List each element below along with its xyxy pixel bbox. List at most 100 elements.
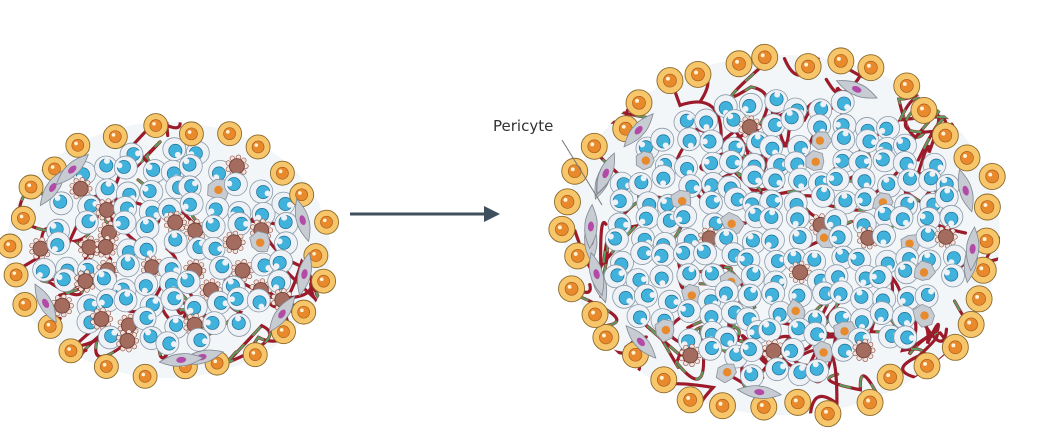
tumor-cell-notch xyxy=(899,297,906,304)
peripheral-cell-highlight xyxy=(886,373,891,378)
tumor-cell-notch xyxy=(713,196,720,203)
tumor-cell-notch xyxy=(834,121,841,128)
tumor-cell xyxy=(96,288,121,313)
tumor-cell xyxy=(894,260,919,285)
fibroblast xyxy=(736,385,783,399)
tumor-cell-notch xyxy=(222,300,229,307)
tumor-cell-notch xyxy=(128,206,135,213)
tumor-cell xyxy=(246,288,271,313)
peripheral-cell-nucleus xyxy=(555,222,569,237)
tumor-cell-notch xyxy=(863,158,870,165)
peripheral-cell-nucleus xyxy=(899,79,914,93)
peripheral-cell xyxy=(978,163,1006,190)
tumor-cell-notch xyxy=(924,252,931,259)
tumor-cell xyxy=(673,241,697,266)
peripheral-cell xyxy=(957,311,985,338)
fibroblast xyxy=(158,353,205,367)
tumor-cell xyxy=(737,283,762,308)
tumor-cell xyxy=(657,289,682,314)
peripheral-cell-highlight xyxy=(963,153,967,158)
fibroblast xyxy=(588,251,605,297)
peripheral-cell-highlight xyxy=(12,271,17,275)
peripheral-cell xyxy=(910,96,938,124)
tumor-cell-notch xyxy=(673,298,680,305)
peripheral-cell-highlight xyxy=(19,214,24,219)
pericyte-coverage xyxy=(827,373,906,415)
tumor-cell-notch xyxy=(850,253,857,260)
peripheral-cell-highlight xyxy=(563,197,568,202)
tumor-cell xyxy=(630,241,655,265)
tumor-cell-notch xyxy=(145,329,151,336)
fibroblast-nucleus xyxy=(851,85,862,93)
peripheral-cell-highlight xyxy=(988,172,993,177)
tumor-cell xyxy=(176,270,201,294)
peripheral-cell-nucleus xyxy=(599,330,613,345)
tumor-cell xyxy=(868,265,893,290)
peripheral-cell-nucleus xyxy=(18,298,32,311)
peripheral-cell-highlight xyxy=(590,142,595,147)
tumor-cell xyxy=(803,321,828,346)
macrophage xyxy=(231,259,255,283)
tumor-cell xyxy=(208,159,233,184)
tumor-cell-notch xyxy=(871,139,878,146)
macrophage-body xyxy=(855,342,872,359)
peripheral-cell-highlight xyxy=(6,242,10,247)
macrophage xyxy=(94,235,118,259)
tumor-cell-notch xyxy=(879,207,886,214)
fibroblast-nucleus xyxy=(602,168,610,179)
fibroblast-nucleus xyxy=(301,269,308,280)
peripheral-cell-nucleus xyxy=(567,164,582,179)
tumor-cell-notch xyxy=(181,273,188,280)
tumor-cell-notch xyxy=(779,278,786,285)
tumor-cell xyxy=(649,264,674,289)
peripheral-cell-nucleus xyxy=(972,292,986,306)
peripheral-cell xyxy=(289,182,315,208)
peripheral-cell-nucleus xyxy=(691,67,705,82)
tumor-cell-notch xyxy=(623,221,630,228)
tumor-cell-notch xyxy=(222,259,229,266)
small-tumor-cells xyxy=(29,137,299,356)
tumor-cell-notch xyxy=(686,114,693,121)
fibroblast xyxy=(268,295,296,333)
peripheral-cell xyxy=(676,386,704,414)
peripheral-cell-highlight xyxy=(975,294,980,299)
tumor-cell-notch xyxy=(641,276,648,283)
peripheral-cell-highlight xyxy=(836,56,841,61)
peripheral-cell-highlight xyxy=(27,183,32,188)
tumor-cell xyxy=(872,148,897,173)
tumor-cell-notch xyxy=(727,113,734,120)
peripheral-cell xyxy=(65,132,91,158)
tumor-cell xyxy=(46,231,71,256)
peripheral-cell-highlight xyxy=(735,59,740,64)
tumor-cell xyxy=(854,187,879,211)
tumor-cell-notch xyxy=(607,233,614,240)
tumor-cell-notch xyxy=(846,349,852,356)
stromal-cell xyxy=(805,150,825,171)
tumor-cell xyxy=(768,300,793,325)
tumor-cell xyxy=(828,224,853,249)
tumor-cell-notch xyxy=(645,250,652,257)
fibroblast xyxy=(584,203,598,250)
stromal-cell-nucleus xyxy=(677,196,687,206)
tumor-cell-notch xyxy=(748,329,755,336)
tumor-cell xyxy=(764,89,789,114)
peripheral-cell-nucleus xyxy=(883,370,898,384)
peripheral-cell xyxy=(311,268,337,294)
tumor-cell xyxy=(851,167,876,192)
peripheral-cell xyxy=(784,388,812,416)
stromal-cell xyxy=(913,260,936,281)
macrophage xyxy=(788,260,812,284)
peripheral-cell-nucleus xyxy=(948,340,963,355)
macrophage-body xyxy=(234,262,251,279)
peripheral-cell xyxy=(650,366,678,394)
tumor-cell xyxy=(634,283,658,308)
tumor-cell xyxy=(226,286,251,311)
peripheral-cell-highlight xyxy=(298,191,302,195)
tumor-cell xyxy=(223,172,248,197)
peripheral-cell-nucleus xyxy=(632,95,646,110)
tumor-cell xyxy=(830,90,855,115)
macrophage xyxy=(90,307,114,331)
tumor-cell-notch xyxy=(255,214,262,221)
macrophage-body xyxy=(765,343,782,359)
tumor-cell-notch xyxy=(142,218,149,225)
